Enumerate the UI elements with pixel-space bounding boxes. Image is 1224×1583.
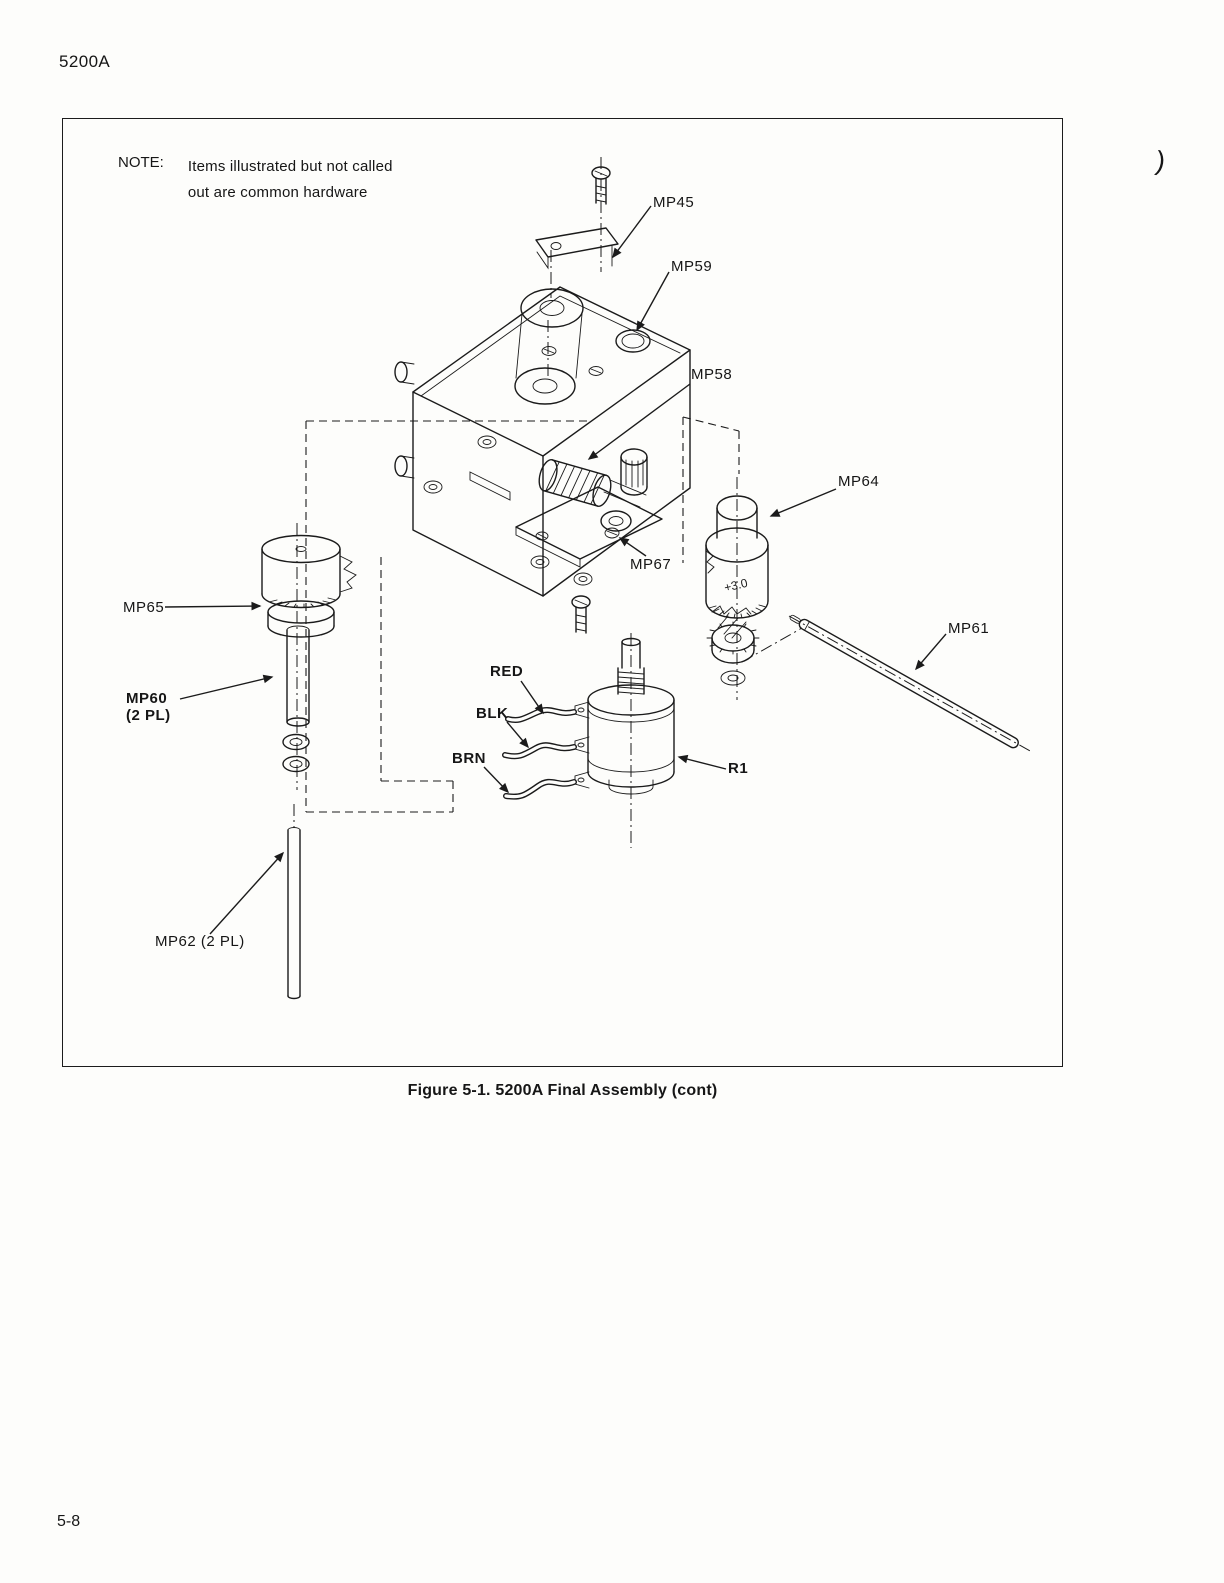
callout-wire-red: RED: [490, 663, 524, 680]
part-mp65-knob: [261, 534, 357, 638]
part-mp62-rod: [287, 827, 301, 1000]
chassis-box: [394, 286, 691, 597]
center-lines: [293, 157, 1033, 848]
figure-caption: Figure 5-1. 5200A Final Assembly (cont): [407, 1082, 718, 1099]
note-label: NOTE:: [118, 154, 164, 171]
dial-marking: +3.0: [723, 576, 750, 595]
callout-r1: R1: [728, 760, 749, 777]
figure-note: NOTE: Items illustrated but not called o…: [118, 154, 393, 206]
callout-mp59: MP59: [671, 258, 713, 275]
part-mp67-plate: [515, 486, 663, 568]
model-header: 5200A: [59, 52, 111, 71]
note-line-1: Items illustrated but not called: [187, 158, 393, 175]
part-mp45-bracket-screw: [535, 166, 619, 270]
callout-mp45: MP45: [653, 194, 695, 211]
callout-wire-blk: BLK: [476, 705, 509, 722]
callout-mp62: MP62 (2 PL): [155, 933, 245, 950]
part-mp58-worm-gear: [538, 448, 648, 508]
part-r1-potentiometer: [502, 637, 675, 800]
callout-mp60-line2: (2 PL): [126, 707, 171, 724]
callout-mp60: MP60 (2 PL): [126, 690, 171, 724]
callout-mp58: MP58: [691, 366, 733, 383]
note-line-2: out are common hardware: [187, 183, 368, 201]
callout-wire-brn: BRN: [452, 750, 486, 767]
part-mp61-rod: [789, 614, 1019, 749]
callout-mp67: MP67: [630, 556, 672, 573]
note-text: Items illustrated but not called out are…: [188, 154, 393, 206]
callout-mp65: MP65: [123, 599, 165, 616]
callout-mp61: MP61: [948, 620, 990, 637]
callout-mp64: MP64: [838, 473, 880, 490]
callout-leaders: [164, 205, 947, 935]
phantom-outline: [305, 416, 740, 813]
part-lower-screw: [571, 595, 591, 634]
part-mp60-bushing: [282, 625, 310, 773]
part-mp64-dial: +3.0: [705, 495, 769, 686]
page-number: 5-8: [57, 1513, 81, 1530]
callout-mp60-line1: MP60: [126, 690, 168, 707]
part-mp59-washer: [615, 329, 651, 353]
figure-border: [62, 118, 1063, 1067]
